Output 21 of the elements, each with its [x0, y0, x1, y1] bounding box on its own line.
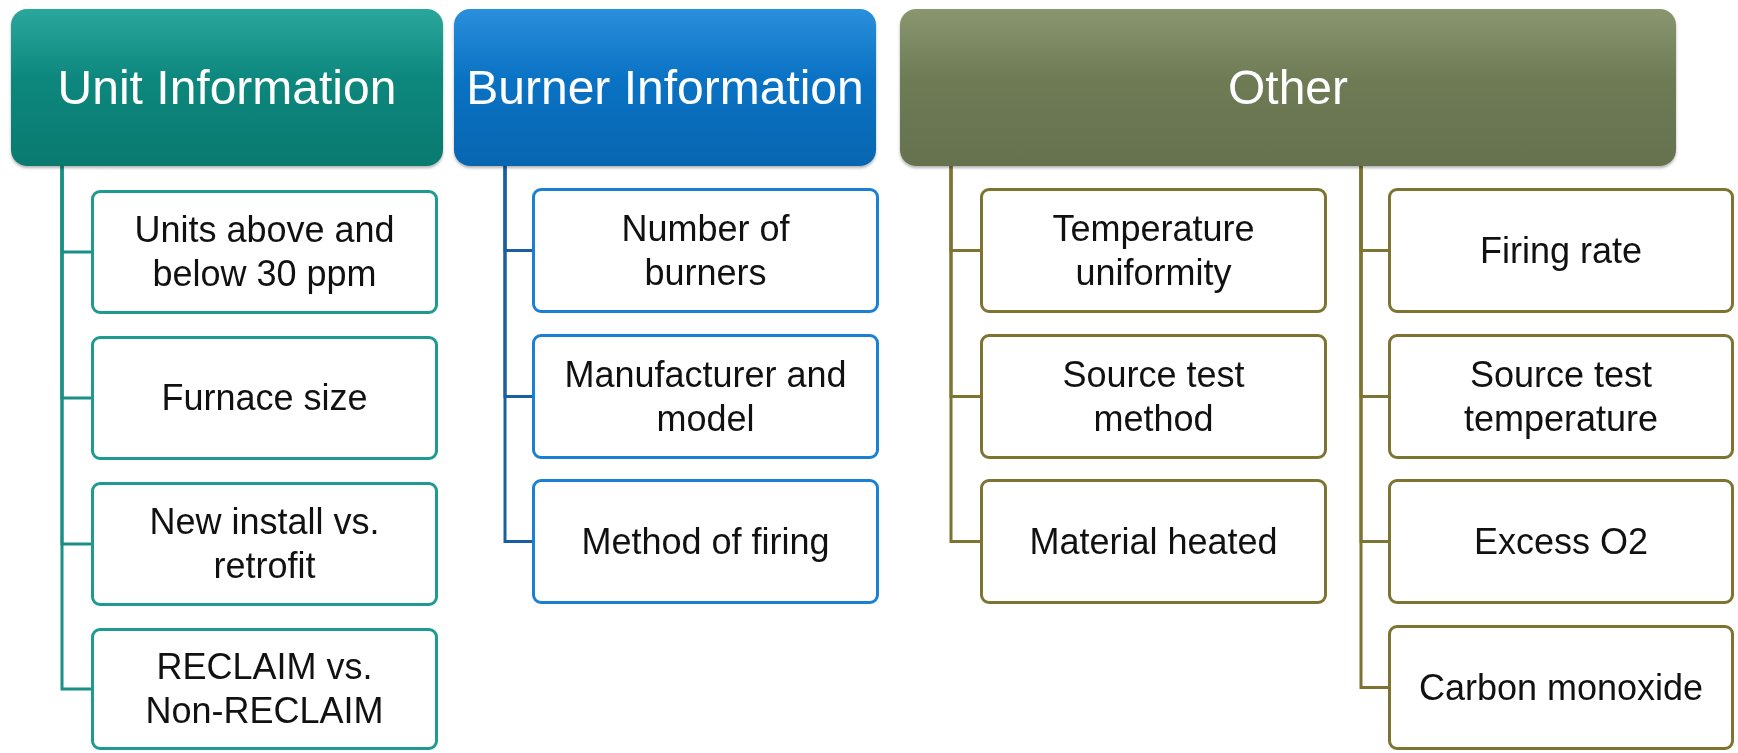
connector-line — [60, 166, 91, 691]
item-box: Units above and below 30 ppm — [91, 190, 438, 314]
item-box: Carbon monoxide — [1388, 625, 1734, 750]
category-header: Other — [900, 9, 1676, 166]
item-box: Furnace size — [91, 336, 438, 460]
item-box: Manufacturer and model — [532, 334, 879, 459]
item-box: Material heated — [980, 479, 1327, 604]
connector-line — [1359, 166, 1388, 689]
item-box: Temperature uniformity — [980, 188, 1327, 313]
item-box: Excess O2 — [1388, 479, 1734, 604]
item-box: New install vs. retrofit — [91, 482, 438, 606]
item-box: RECLAIM vs. Non-RECLAIM — [91, 628, 438, 750]
item-box: Source test temperature — [1388, 334, 1734, 459]
item-box: Number of burners — [532, 188, 879, 313]
item-box: Firing rate — [1388, 188, 1734, 313]
connector-line — [949, 166, 980, 543]
item-box: Method of firing — [532, 479, 879, 604]
item-box: Source test method — [980, 334, 1327, 459]
category-header: Unit Information — [11, 9, 443, 166]
connector-line — [503, 166, 532, 543]
category-header: Burner Information — [454, 9, 876, 166]
